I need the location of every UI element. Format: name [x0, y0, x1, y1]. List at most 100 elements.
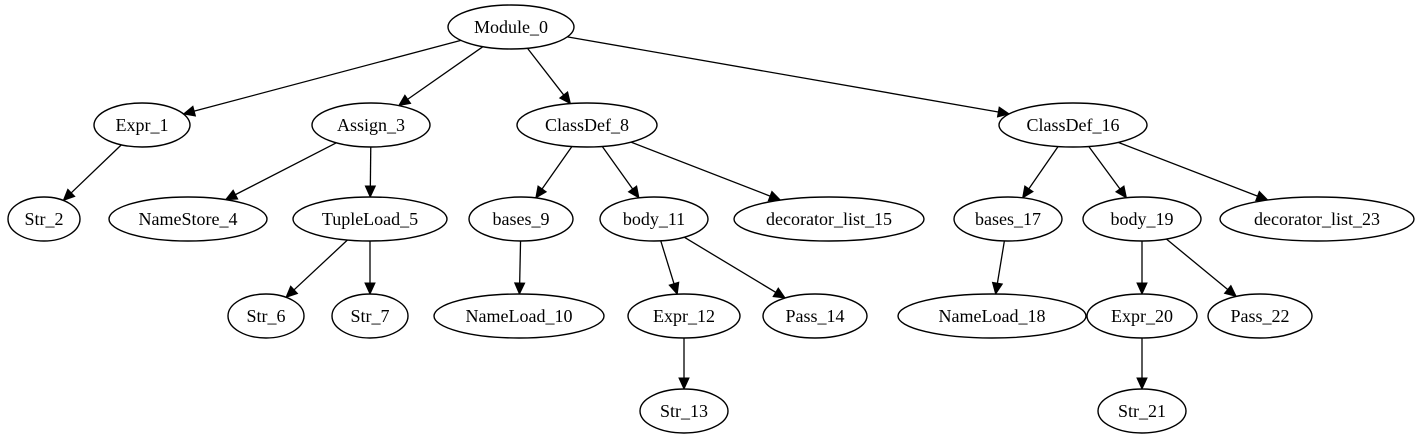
arrowhead-icon	[224, 189, 239, 201]
edge-line	[660, 240, 675, 284]
edge-ClassDef_8-to-decorator_list_15	[630, 141, 782, 202]
node-ellipse	[953, 196, 1063, 242]
edge-line	[630, 141, 771, 197]
edge-line	[541, 146, 573, 190]
arrowhead-icon	[62, 188, 76, 202]
node-label: ClassDef_16	[1027, 115, 1120, 135]
arrowhead-icon	[1254, 190, 1269, 202]
node-label: ClassDef_8	[545, 115, 629, 135]
arrowhead-icon	[767, 190, 782, 202]
node-ellipse	[1097, 388, 1187, 434]
node-label: body_19	[1111, 209, 1174, 229]
edge-line	[519, 240, 522, 284]
node-ellipse	[108, 196, 268, 242]
arrowhead-icon	[668, 281, 680, 296]
node-expr-12: Expr_12	[627, 293, 741, 339]
node-str-7: Str_7	[331, 293, 409, 339]
node-label: Str_6	[246, 306, 285, 326]
edge-ClassDef_16-to-body_19	[1088, 146, 1128, 199]
arrowhead-icon	[535, 185, 548, 199]
edge-Module_0-to-Expr_1	[182, 39, 462, 117]
node-ellipse	[292, 196, 448, 242]
edge-line	[1028, 146, 1059, 190]
node-ellipse	[447, 4, 575, 50]
node-ellipse	[639, 388, 729, 434]
node-label: Expr_1	[116, 115, 169, 135]
edge-TupleLoad_5-to-Str_6	[285, 239, 348, 299]
arrowhead-icon	[1136, 282, 1148, 296]
edge-Assign_3-to-NameStore_4	[224, 142, 337, 201]
edges-layer	[62, 36, 1269, 391]
edge-ClassDef_8-to-body_11	[601, 146, 640, 199]
node-bases-17: bases_17	[953, 196, 1063, 242]
node-ellipse	[1207, 293, 1313, 339]
edge-body_19-to-Expr_20	[1136, 241, 1148, 296]
node-label: Module_0	[474, 17, 548, 37]
node-label: Str_13	[660, 401, 708, 421]
edge-Module_0-to-Assign_3	[397, 46, 484, 107]
arrowhead-icon	[285, 285, 299, 299]
node-ellipse	[897, 293, 1087, 339]
edge-line	[567, 36, 999, 113]
node-namestore-4: NameStore_4	[108, 196, 268, 242]
arrowhead-icon	[558, 90, 572, 105]
node-ellipse	[331, 293, 409, 339]
arrowhead-icon	[991, 281, 1004, 296]
node-label: Pass_14	[785, 306, 844, 326]
edge-line	[293, 239, 348, 291]
node-label: NameStore_4	[139, 209, 238, 229]
node-label: NameLoad_10	[466, 306, 573, 326]
edge-line	[996, 240, 1006, 284]
arrowhead-icon	[364, 282, 376, 296]
node-ellipse	[516, 102, 658, 148]
node-nameload-18: NameLoad_18	[897, 293, 1087, 339]
arrowhead-icon	[627, 185, 640, 199]
node-decorator-list-15: decorator_list_15	[733, 196, 925, 242]
edge-Expr_20-to-Str_21	[1136, 338, 1148, 391]
node-label: decorator_list_23	[1254, 209, 1380, 229]
node-bases-9: bases_9	[468, 196, 574, 242]
edge-Module_0-to-ClassDef_8	[526, 47, 572, 105]
node-classdef-16: ClassDef_16	[998, 102, 1148, 148]
arrowhead-icon	[397, 94, 412, 107]
node-label: Str_2	[24, 209, 63, 229]
node-label: Expr_20	[1111, 306, 1173, 326]
edge-body_11-to-Pass_14	[683, 236, 787, 299]
edge-Assign_3-to-TupleLoad_5	[364, 146, 377, 199]
node-classdef-8: ClassDef_8	[516, 102, 658, 148]
node-str-6: Str_6	[227, 293, 305, 339]
edge-Expr_1-to-Str_2	[62, 144, 122, 202]
node-tupleload-5: TupleLoad_5	[292, 196, 448, 242]
edge-line	[1165, 238, 1229, 290]
node-label: Pass_22	[1230, 306, 1289, 326]
node-label: Assign_3	[337, 115, 405, 135]
node-ellipse	[7, 196, 81, 242]
node-ellipse	[1219, 196, 1415, 242]
edge-line	[235, 142, 337, 196]
node-label: decorator_list_15	[766, 209, 892, 229]
node-ellipse	[599, 196, 709, 242]
node-ellipse	[762, 293, 868, 339]
node-body-11: body_11	[599, 196, 709, 242]
node-label: bases_17	[975, 209, 1041, 229]
edge-Module_0-to-ClassDef_16	[567, 36, 1011, 118]
node-str-21: Str_21	[1097, 388, 1187, 434]
node-label: NameLoad_18	[939, 306, 1046, 326]
edge-ClassDef_16-to-bases_17	[1021, 146, 1059, 199]
node-ellipse	[1082, 196, 1202, 242]
node-str-2: Str_2	[7, 196, 81, 242]
edge-TupleLoad_5-to-Str_7	[364, 241, 376, 296]
edge-Expr_12-to-Str_13	[678, 338, 690, 391]
edge-body_19-to-Pass_22	[1165, 238, 1238, 298]
edge-ClassDef_16-to-decorator_list_23	[1117, 141, 1269, 202]
edge-line	[193, 39, 462, 112]
edge-ClassDef_8-to-bases_9	[535, 146, 573, 199]
edge-line	[1117, 141, 1258, 197]
node-ellipse	[311, 102, 431, 148]
node-label: body_11	[623, 209, 685, 229]
arrowhead-icon	[772, 287, 787, 299]
node-module-0: Module_0	[447, 4, 575, 50]
edge-line	[407, 46, 484, 100]
node-nameload-10: NameLoad_10	[433, 293, 605, 339]
